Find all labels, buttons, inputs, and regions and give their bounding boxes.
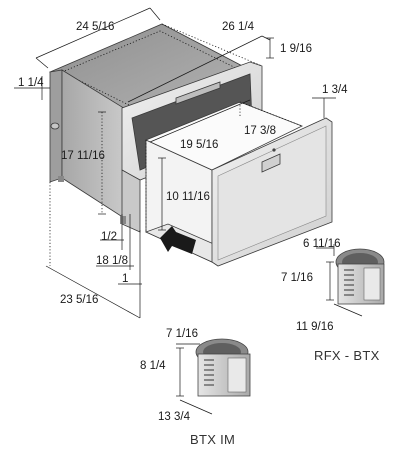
rfx-btx-dim-3: 11 9/16: [296, 321, 334, 333]
cabinet-foot-left: [58, 176, 64, 182]
rfx-btx-caption: RFX - BTX: [314, 348, 380, 363]
drawer: [144, 101, 333, 267]
label-offset-18-1-8: 18 1/8: [96, 255, 128, 267]
rfx-btx-grille: [363, 267, 381, 301]
rfx-btx-fins: [344, 269, 354, 296]
btx-im-dim-2: 8 1/4: [140, 360, 166, 372]
label-depth-total: 23 5/16: [60, 294, 98, 306]
btx-im-dim-3: 13 3/4: [158, 411, 191, 423]
btx-im-dim-1: 7 1/16: [166, 328, 198, 340]
rfx-btx-unit: [316, 244, 385, 317]
rfx-btx-dim-1: 6 11/16: [303, 238, 341, 250]
label-width-outer: 24 5/16: [76, 21, 114, 33]
label-drawer-height: 10 11/16: [166, 191, 210, 203]
cabinet-side-knob: [50, 122, 60, 130]
rfx-btx-dim-2: 7 1/16: [281, 272, 313, 284]
control-panel: [175, 81, 221, 105]
drawer-handle: [261, 153, 281, 173]
insert-direction-arrow: [160, 226, 196, 254]
drawer-bin-back: [144, 101, 303, 171]
drawer-front-face: [217, 125, 327, 261]
drawer-lock: [272, 148, 276, 152]
btx-im-fins: [204, 359, 214, 386]
label-offset-half: 1/2: [101, 231, 117, 243]
label-drawer-depth: 17 3/8: [244, 125, 276, 137]
cabinet-foot-front: [120, 216, 126, 224]
label-height-body: 17 11/16: [61, 150, 105, 162]
btx-im-unit: [176, 338, 251, 415]
label-flange-top: 1 9/16: [280, 43, 312, 55]
btx-im-caption: BTX IM: [190, 432, 235, 447]
label-drawer-width: 19 5/16: [180, 139, 218, 151]
label-offset-1: 1: [122, 273, 128, 285]
dimension-lines: [14, 7, 336, 319]
label-flange-right: 1 3/4: [322, 84, 348, 96]
label-flange-side: 1 1/4: [18, 77, 44, 89]
label-width-front: 26 1/4: [222, 21, 255, 33]
btx-im-grille: [227, 357, 247, 393]
